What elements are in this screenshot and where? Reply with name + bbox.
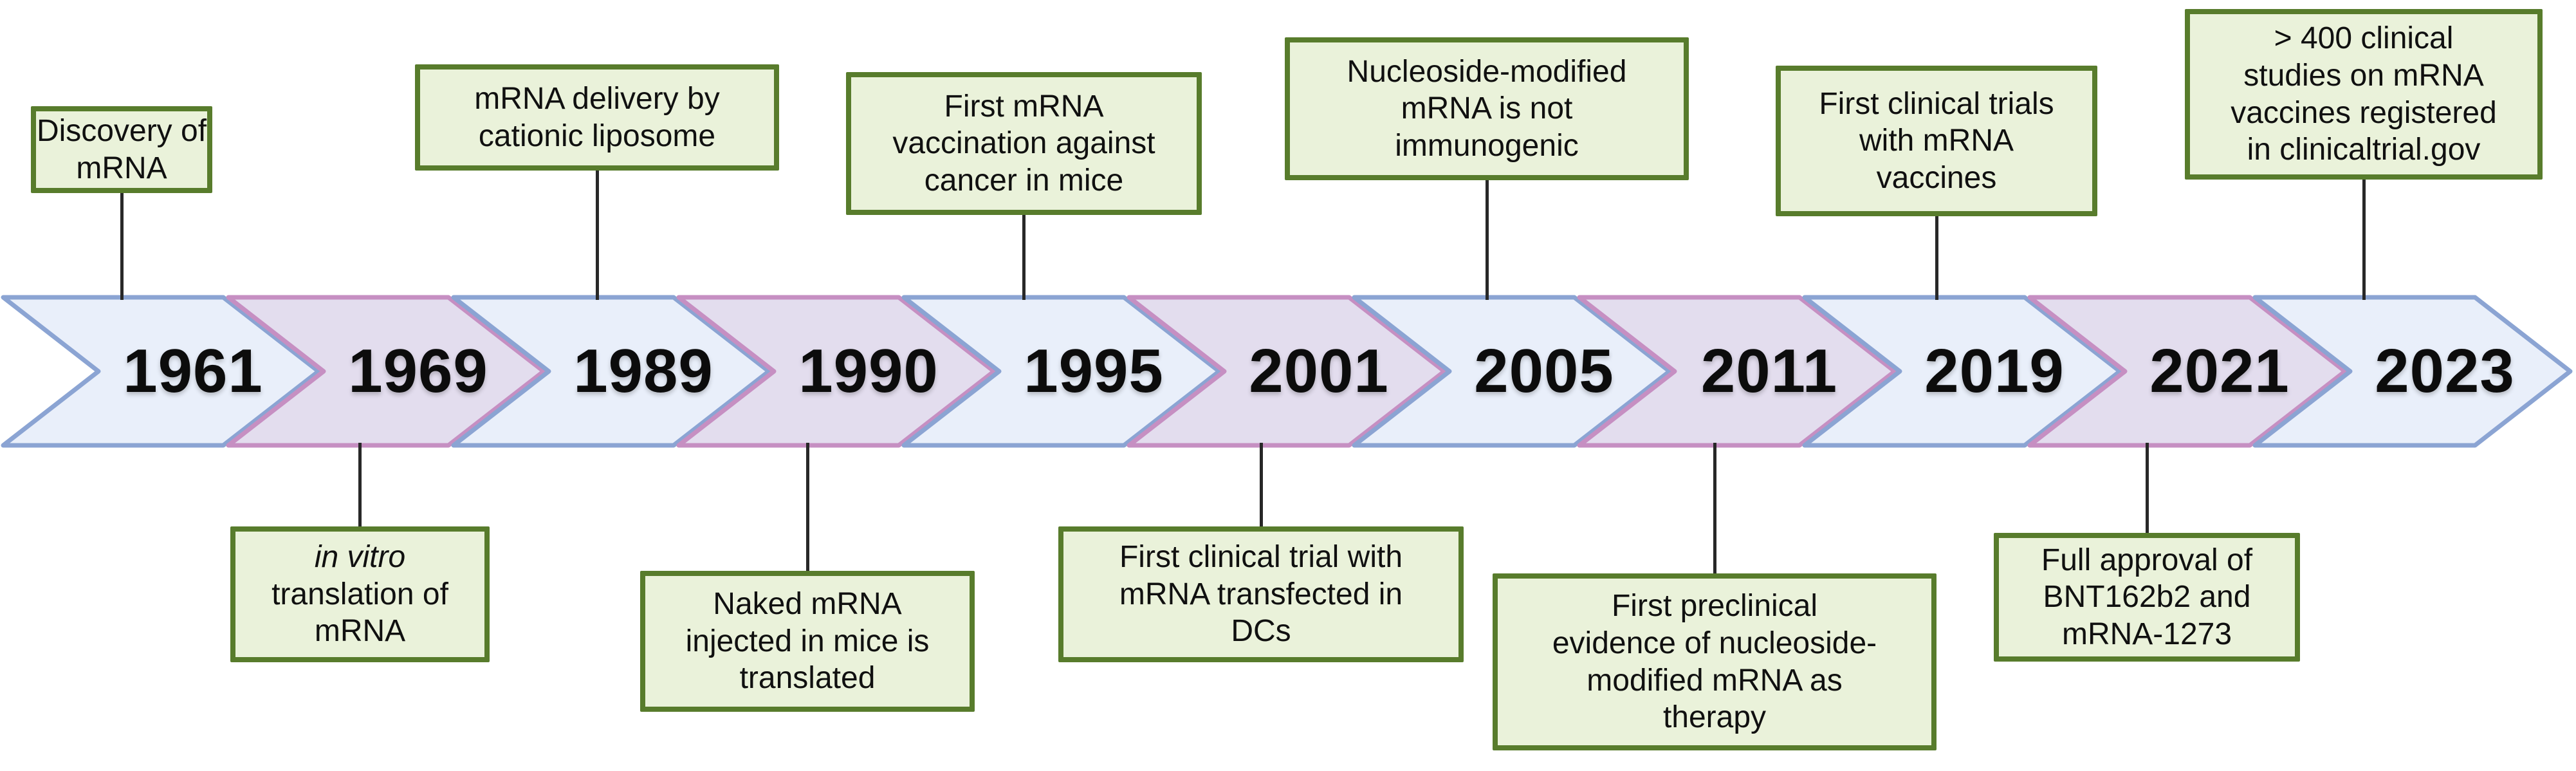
connector-2021 (2145, 443, 2149, 535)
event-box-line: vaccination against (892, 126, 1155, 161)
chevron-1995 (901, 295, 1222, 448)
event-box-line: First preclinical (1611, 589, 1818, 624)
event-box-line: modified mRNA as (1587, 663, 1843, 698)
event-box-line: Full approval of (2041, 543, 2253, 577)
chevron-2001 (1127, 295, 1447, 448)
event-box-line: cancer in mice (924, 163, 1124, 198)
chevron-1969 (226, 295, 546, 448)
year-label-1989: 1989 (573, 337, 713, 405)
chevron-2011 (1577, 295, 1897, 448)
chevron-1990 (676, 295, 997, 448)
event-box-line: vaccines (1876, 160, 1997, 195)
event-box-line: mRNA transfected in (1119, 577, 1403, 611)
event-box-line: immunogenic (1395, 128, 1579, 163)
event-box-line: translated (739, 661, 876, 696)
event-box-line: mRNA-1273 (2061, 617, 2232, 651)
event-box-line: evidence of nucleoside- (1552, 626, 1877, 660)
year-label-2005: 2005 (1474, 337, 1614, 405)
connector-1990 (805, 443, 809, 573)
event-box-line: DCs (1231, 614, 1291, 649)
event-box-line: in clinicaltrial.gov (2247, 133, 2481, 167)
year-label-2019: 2019 (1924, 337, 2065, 405)
year-label-2021: 2021 (2149, 337, 2290, 405)
event-box-line: with mRNA (1859, 124, 2014, 158)
event-box-line: mRNA is not (1401, 91, 1573, 126)
year-label-2001: 2001 (1249, 337, 1389, 405)
chevron-2019 (1802, 295, 2122, 448)
connector-1961 (120, 190, 124, 300)
event-box-line: translation of (271, 577, 448, 611)
year-label-1969: 1969 (348, 337, 488, 405)
event-box-line: First clinical trials (1819, 86, 2054, 121)
year-label-2023: 2023 (2375, 337, 2515, 405)
connector-1995 (1022, 212, 1026, 300)
event-box-line: mRNA (314, 614, 406, 649)
event-box-line: BNT162b2 and (2043, 580, 2251, 615)
event-box-line: cationic liposome (478, 118, 716, 153)
connector-2023 (2362, 177, 2366, 300)
year-label-1990: 1990 (798, 337, 939, 405)
event-box-line: > 400 clinical (2274, 21, 2454, 56)
year-label-2011: 2011 (1700, 337, 1838, 405)
connector-2019 (1935, 214, 1938, 300)
connector-1989 (595, 168, 599, 300)
chevron-2005 (1352, 295, 1672, 448)
event-box-line: Discovery of (36, 113, 207, 148)
chevron-2021 (2027, 295, 2348, 448)
chevron-1989 (451, 295, 771, 448)
event-box-line: injected in mice is (685, 624, 930, 658)
event-box-line: First mRNA (944, 89, 1104, 124)
event-box-line: vaccines registered (2231, 95, 2497, 130)
year-label-1995: 1995 (1024, 337, 1164, 405)
connector-2005 (1485, 178, 1489, 300)
chevron-1961 (1, 295, 321, 448)
event-box-line: mRNA delivery by (474, 81, 720, 116)
event-box-line: in vitro (314, 540, 406, 575)
connector-2001 (1259, 443, 1263, 529)
event-box-line: mRNA (76, 151, 167, 185)
event-box-line: therapy (1662, 700, 1767, 735)
event-box-line: Naked mRNA (713, 587, 902, 622)
event-box-line: First clinical trial with (1119, 540, 1403, 575)
connector-1969 (358, 443, 362, 529)
year-label-1961: 1961 (123, 337, 263, 405)
chevron-2023 (2252, 295, 2573, 448)
event-box-line: studies on mRNA (2243, 58, 2484, 93)
event-box-line: Nucleoside-modified (1347, 54, 1627, 89)
connector-2011 (1713, 443, 1716, 576)
